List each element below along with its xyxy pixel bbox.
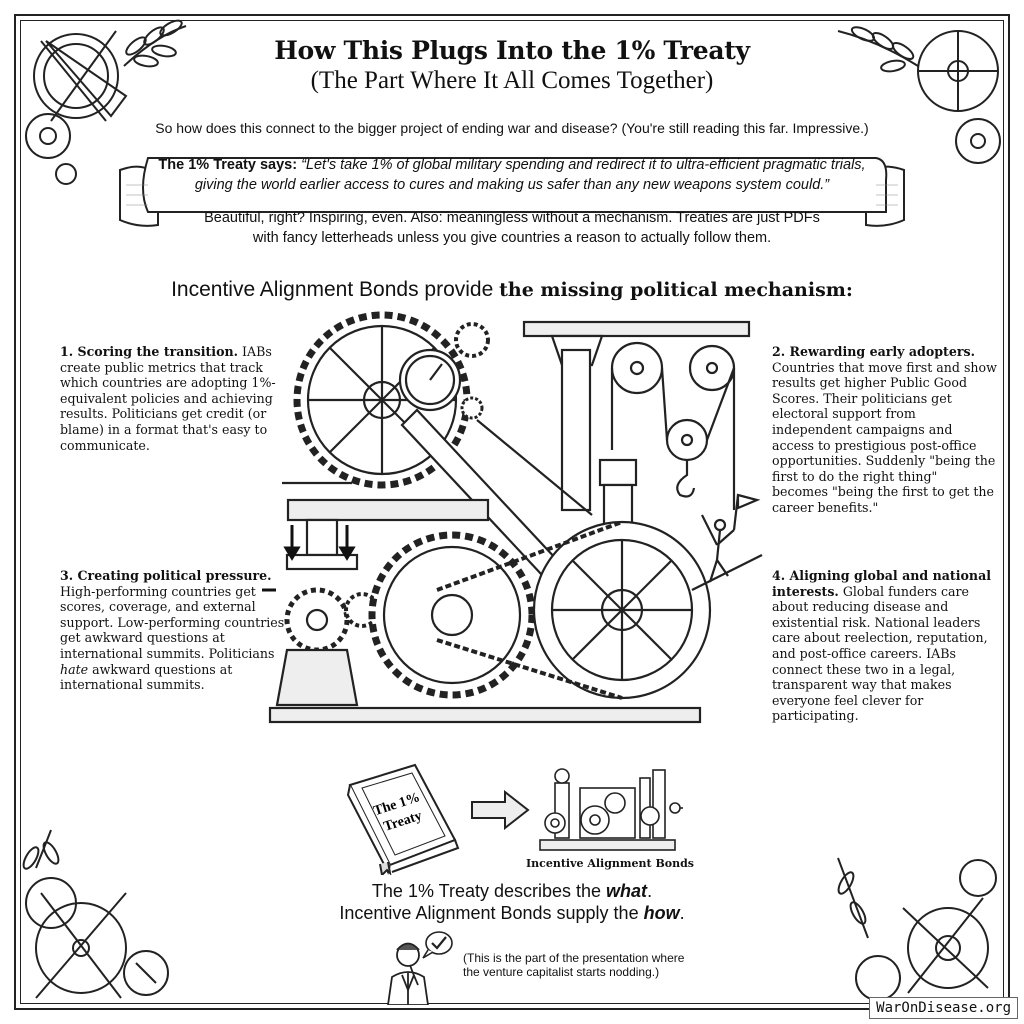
section-headline: Incentive Alignment Bonds provide the mi… [0, 278, 1024, 302]
vc-note-line2: the venture capitalist starts nodding.) [463, 965, 660, 979]
treaty-quote-text: “Let's take 1% of global military spendi… [194, 157, 866, 193]
treaty-quote: The 1% Treaty says: “Let's take 1% of gl… [150, 155, 874, 195]
point-aligning: 4. Aligning global and national interest… [772, 568, 997, 724]
checkmark-speech-bubble-icon [422, 931, 453, 959]
inner-frame [20, 20, 1004, 1004]
corner-ornament-compass-dial-icon [837, 857, 997, 1001]
point-heading: 2. Rewarding early adopters. [772, 344, 975, 359]
pressure-gauge-icon [398, 348, 462, 412]
conclusion-line2-text: Incentive Alignment Bonds supply the [339, 903, 644, 923]
point-rewarding: 2. Rewarding early adopters. Countries t… [772, 344, 997, 516]
drive-gear-icon [368, 531, 536, 699]
vc-note: (This is the part of the presentation wh… [463, 951, 684, 979]
vc-note-line1: (This is the part of the presentation wh… [463, 951, 685, 965]
point-body-emphasis: hate [60, 661, 89, 677]
treaty-quote-lead: The 1% Treaty says: [158, 157, 302, 173]
site-badge[interactable]: WarOnDisease.org [869, 997, 1018, 1019]
point-pressure: 3. Creating political pressure. High-per… [60, 568, 285, 693]
venture-capitalist-icon [387, 942, 429, 1005]
conclusion: The 1% Treaty describes the what. Incent… [0, 880, 1024, 924]
intro-text: So how does this connect to the bigger p… [155, 120, 869, 136]
point-scoring: 1. Scoring the transition. IABs create p… [60, 344, 285, 453]
point-heading: 3. Creating political pressure. [60, 568, 272, 583]
headline-normal: Incentive Alignment Bonds provide [171, 278, 500, 301]
page-subtitle: (The Part Where It All Comes Together) [310, 67, 714, 94]
scroll-banner [119, 157, 905, 227]
point-body: IABs create public metrics that track wh… [60, 344, 276, 453]
conclusion-what: what [606, 881, 648, 901]
point-body: Global funders care about reducing disea… [772, 583, 988, 724]
machine-caption: Incentive Alignment Bonds [526, 857, 694, 870]
conclusion-line2: Incentive Alignment Bonds supply the how… [0, 902, 1024, 924]
flywheel-icon [532, 520, 712, 700]
point-body-end: awkward questions at international summi… [60, 661, 233, 693]
climbing-figure-icon [691, 493, 763, 591]
treaty-book-icon: The 1% Treaty [346, 763, 460, 875]
page-title: How This Plugs Into the 1% Treaty [274, 36, 750, 65]
conclusion-line1-text: The 1% Treaty describes the [371, 881, 607, 901]
point-body: High-performing countries get scores, co… [60, 583, 285, 661]
iab-machine-icon [539, 768, 683, 851]
right-arrow-icon [471, 790, 530, 830]
headline-bold: the missing political mechanism: [499, 279, 853, 301]
conclusion-line1: The 1% Treaty describes the what. [0, 880, 1024, 902]
mechanism-paragraph: Beautiful, right? Inspiring, even. Also:… [204, 210, 820, 246]
conclusion-how: how [643, 903, 680, 923]
corner-ornament-telescope-gear-icon [22, 829, 169, 999]
point-heading: 4. Aligning global and national interest… [772, 568, 992, 599]
conclusion-line1-end: . [647, 881, 653, 901]
conclusion-line2-end: . [679, 903, 685, 923]
outer-frame [14, 14, 1010, 1010]
point-heading: 1. Scoring the transition. [60, 344, 239, 359]
corner-ornament-gear-icon [837, 26, 1001, 164]
political-machine-illustration [262, 311, 763, 724]
corner-ornament-compass-gear-icon [25, 19, 187, 185]
point-body: Countries that move first and show resul… [772, 359, 997, 515]
